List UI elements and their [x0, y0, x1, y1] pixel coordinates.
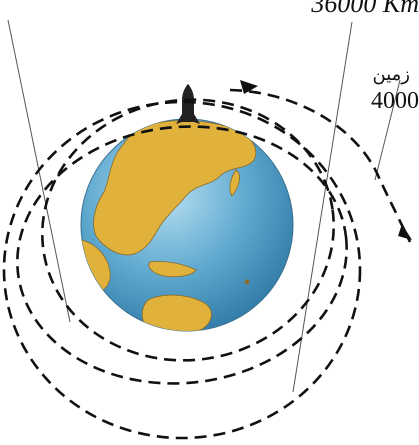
orbit-outer: [2, 100, 362, 440]
continent-asia: [93, 120, 257, 256]
right-distance-label: 4000: [371, 88, 419, 114]
rocket-icon: [176, 84, 200, 124]
orbit-arrow-icon: [240, 80, 412, 240]
leader-line-middle: [292, 21, 353, 393]
continent-japan: [229, 169, 240, 197]
continent-australia: [141, 294, 212, 331]
earth-globe: [80, 118, 294, 332]
top-distance-label: 36000 Km: [310, 0, 419, 18]
orbit-paths: [2, 88, 412, 440]
island-dot: [244, 279, 250, 285]
continent-indonesia: [148, 261, 197, 278]
right-word-label: زمین: [373, 64, 410, 85]
leader-line-right: [374, 79, 401, 181]
orbit-middle: [16, 125, 348, 385]
orbit-escape: [229, 88, 412, 243]
